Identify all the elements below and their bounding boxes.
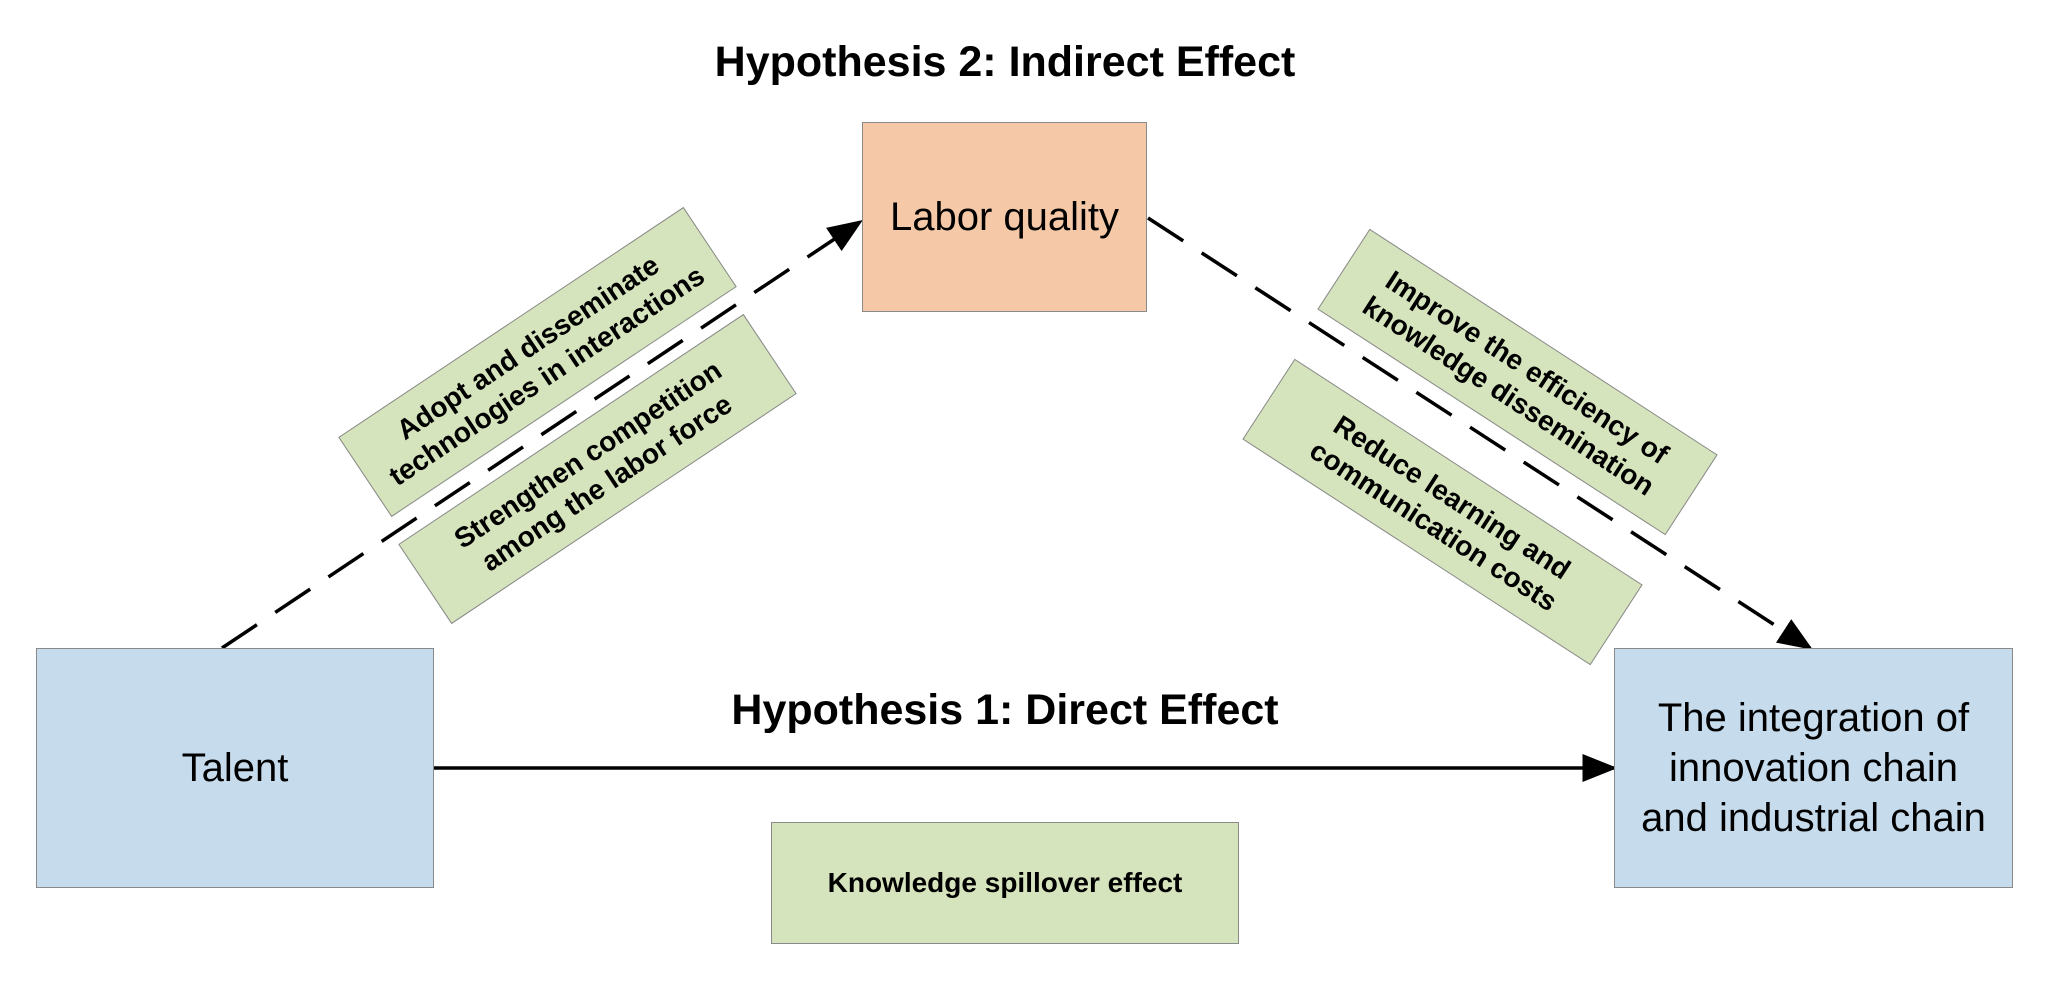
integration-node: The integration of innovation chain and …	[1614, 648, 2013, 888]
hypothesis-1-title: Hypothesis 1: Direct Effect	[731, 686, 1279, 734]
dashed-arrow-talent-to-labor-quality	[221, 220, 863, 650]
talent-label: Talent	[181, 746, 289, 790]
dashed-arrow-labor-quality-to-integration	[1147, 216, 1813, 650]
hypothesis-2-title: Hypothesis 2: Indirect Effect	[714, 38, 1296, 86]
mechanism-knowledge-spillover: Knowledge spillover effect	[771, 822, 1239, 944]
talent-node: Talent	[36, 648, 434, 888]
integration-label: The integration of innovation chain and …	[1641, 696, 1986, 840]
labor-quality-node: Labor quality	[862, 122, 1147, 312]
labor-quality-label: Labor quality	[889, 195, 1120, 239]
